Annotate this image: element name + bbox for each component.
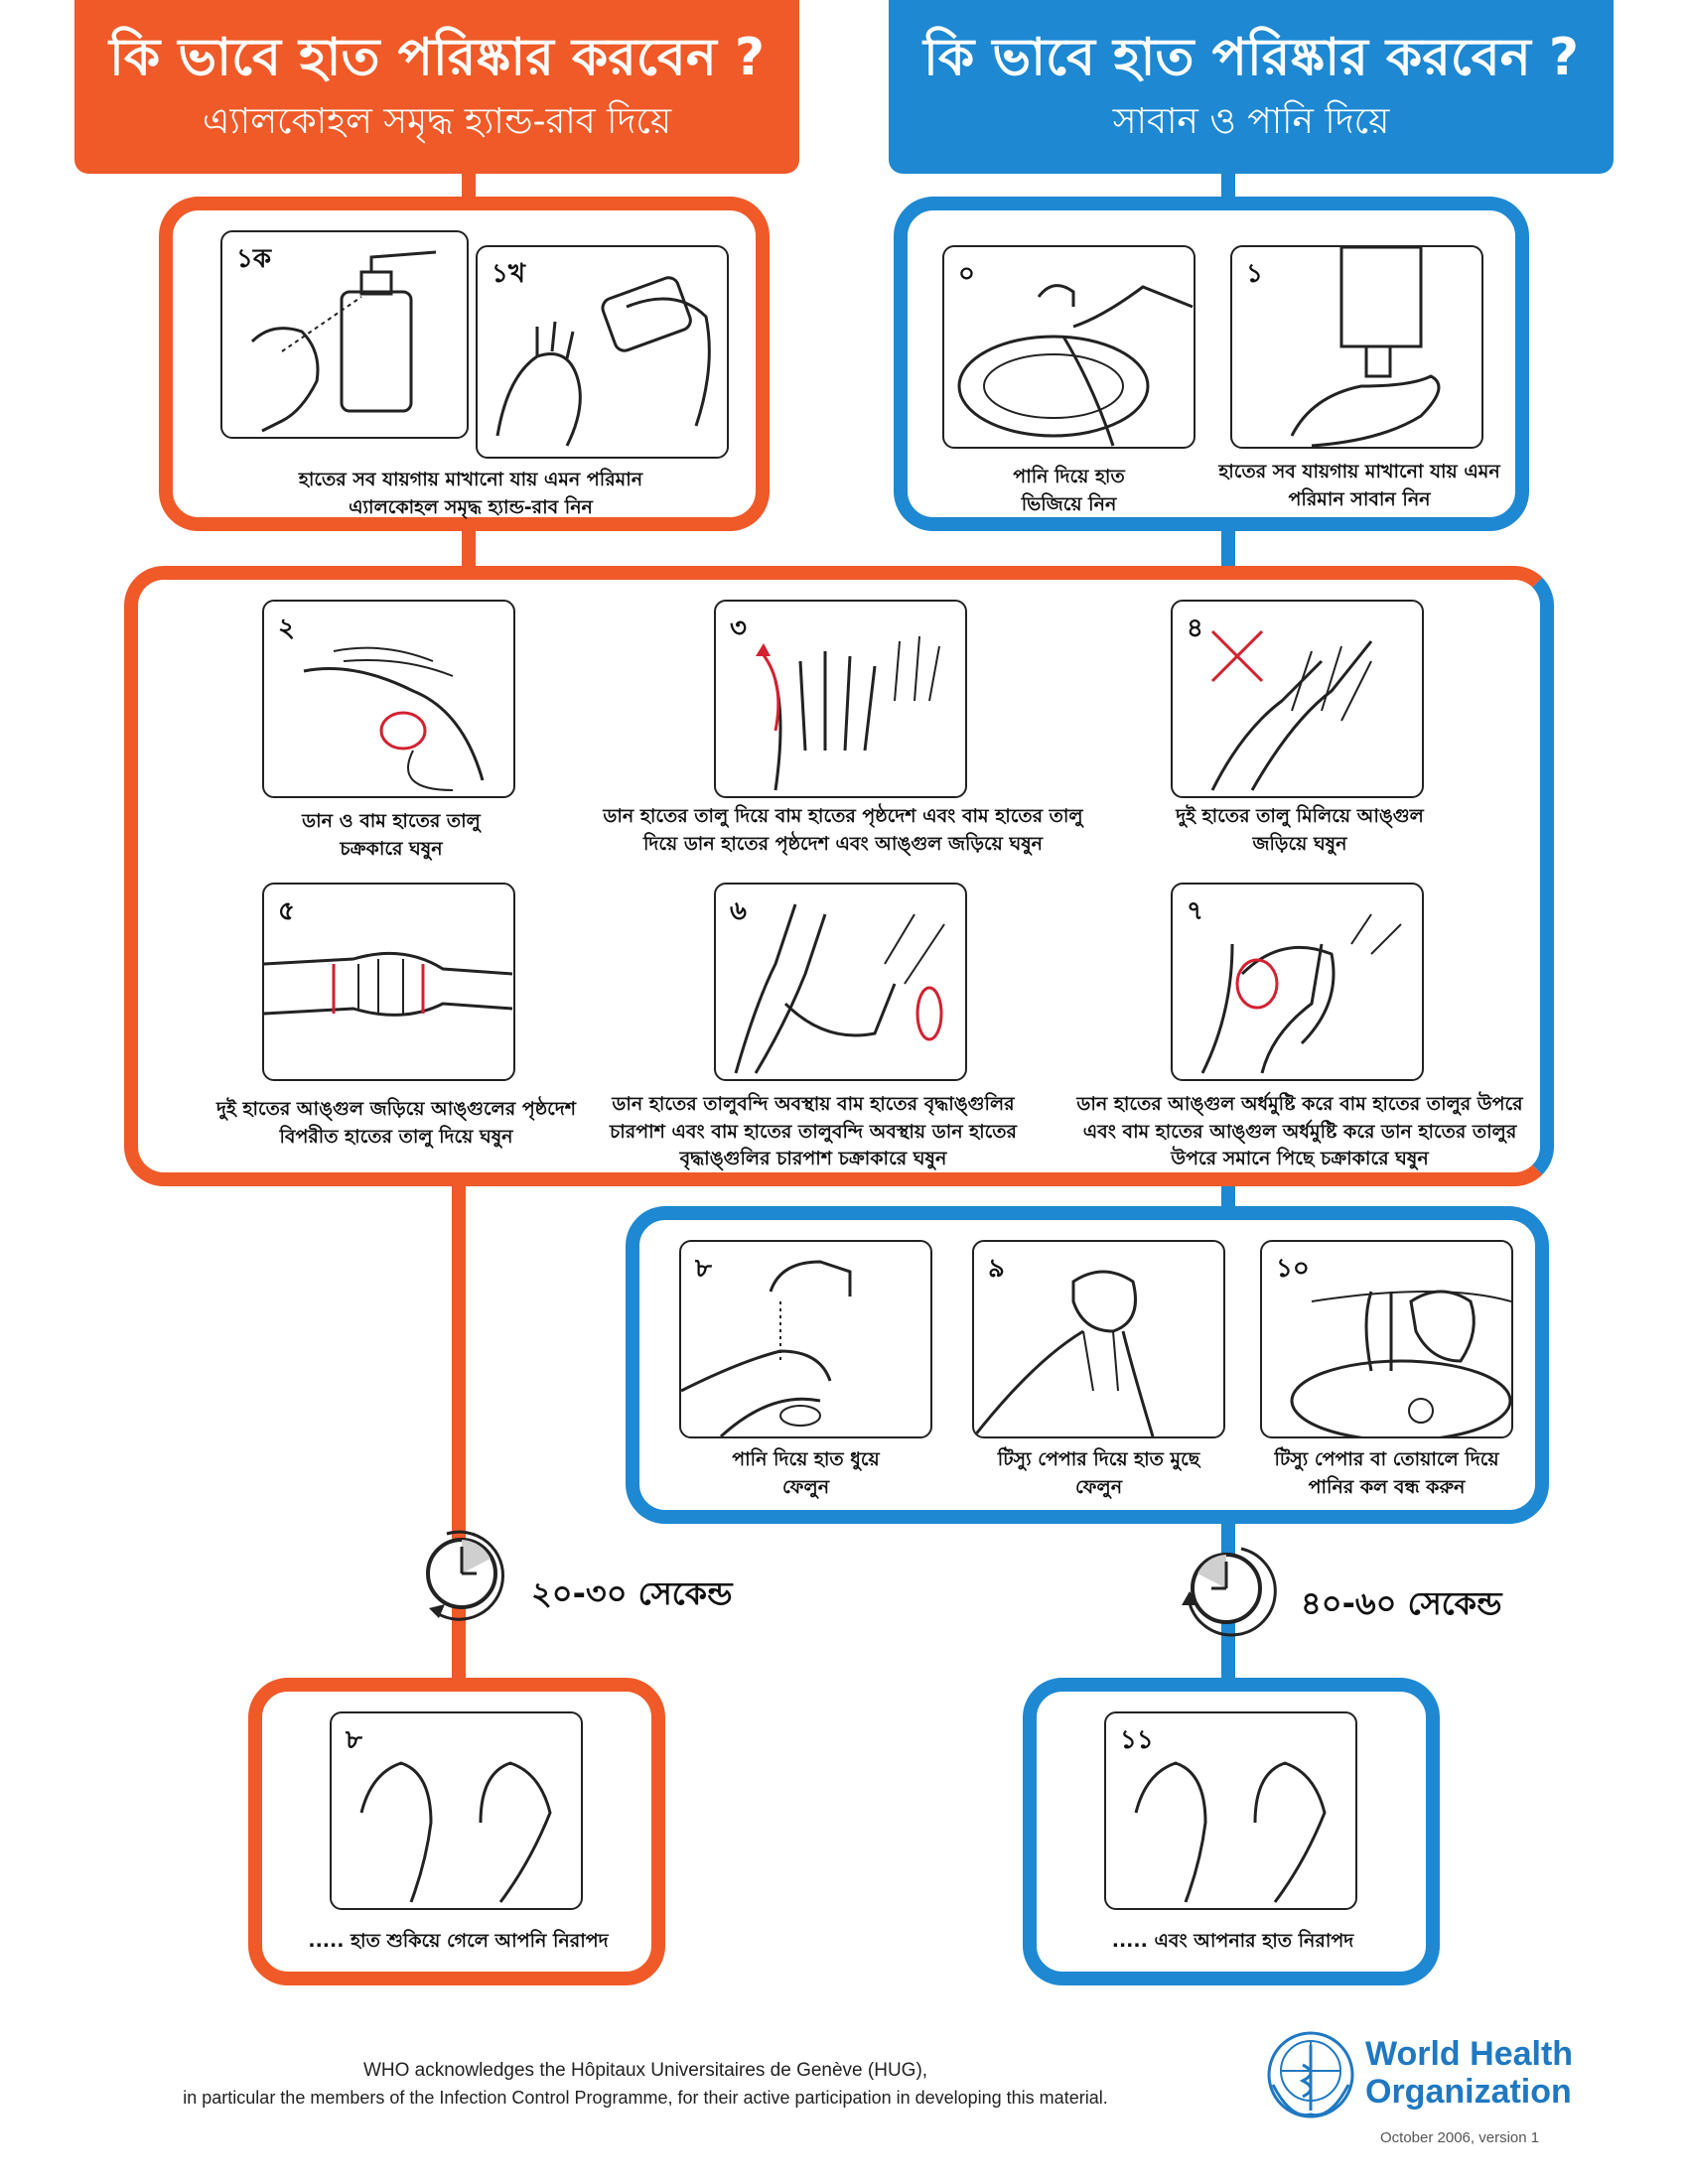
clock-icon xyxy=(426,1530,504,1621)
step-9-panel: ৯ xyxy=(972,1240,1225,1438)
step-1b-panel: ১খ xyxy=(476,245,729,459)
soap-dispenser-icon xyxy=(1290,247,1441,447)
step-4-caption: দুই হাতের তালু মিলিয়ে আঙ্গুল জড়িয়ে ঘষ… xyxy=(1176,805,1424,855)
right-header-title: কি ভাবে হাত পরিষ্কার করবেন ? xyxy=(922,28,1580,87)
step-4-panel: ৪ xyxy=(1171,600,1424,798)
step-10-caption: টিস্যু পেপার বা তোয়ালে দিয়ে পানির কল ব… xyxy=(1274,1448,1499,1498)
step-0-panel: ০ xyxy=(942,245,1196,449)
step-number: ৬ xyxy=(730,896,747,926)
step-number: ৫ xyxy=(278,896,295,926)
backs-of-fingers-icon xyxy=(264,951,513,1017)
step-number: ৭ xyxy=(1187,896,1203,926)
step-number: ২ xyxy=(278,614,295,643)
step-number: ৪ xyxy=(1187,614,1203,643)
middle-steps-box: ২ ৩ ৪ ডান ও বাম হাতের তালু চক্রকারে ঘষুন… xyxy=(124,566,1554,1186)
open-hands-icon xyxy=(359,1761,552,1903)
left-timer-label: ২০-৩০ সেকেন্ড xyxy=(531,1574,733,1612)
step-9-caption: টিস্যু পেপার দিয়ে হাত মুছে ফেলুন xyxy=(997,1448,1200,1498)
step-1-caption: হাতের সব যায়গায় মাখানো যায় এমন পরিমান… xyxy=(1218,461,1500,510)
left-top-box: ১ক ১খ হাতের সব যায়গায় মাখানো যায় এমন … xyxy=(159,197,770,531)
step-5-panel: ৫ xyxy=(262,883,515,1081)
rinse-hands-icon xyxy=(681,1260,852,1436)
step-number: ১১ xyxy=(1120,1725,1154,1755)
step-number: ১০ xyxy=(1276,1254,1310,1284)
left-final-box: ৮ ..... হাত শুকিয়ে গেলে আপনি নিরাপদ xyxy=(248,1678,665,1985)
step-number: ১খ xyxy=(492,259,525,289)
palm-to-palm-icon xyxy=(303,646,485,791)
step-number: ৮ xyxy=(695,1254,712,1284)
left-top-caption: হাতের সব যায়গায় মাখানো যায় এমন পরিমান… xyxy=(298,469,643,518)
right-flow-line-mid xyxy=(1221,516,1235,576)
step-2-caption: ডান ও বাম হাতের তালু চক্রকারে ঘষুন xyxy=(302,810,481,860)
ack-line-1: WHO acknowledges the Hôpitaux Universita… xyxy=(362,2060,928,2081)
left-header-title: কি ভাবে হাত পরিষ্কার করবেন ? xyxy=(108,28,766,87)
left-final-caption: ..... হাত শুকিয়ে গেলে আপনি নিরাপদ xyxy=(308,1930,609,1952)
step-number: ১ xyxy=(1246,259,1263,289)
interlaced-fingers-icon xyxy=(1210,629,1373,791)
hand-rub-bottle-icon xyxy=(250,250,437,433)
right-header-subtitle: সাবান ও পানি দিয়ে xyxy=(1112,101,1390,143)
right-header: কি ভাবে হাত পরিষ্কার করবেন ? সাবান ও পান… xyxy=(889,0,1614,174)
clock-icon xyxy=(1182,1547,1277,1637)
right-final-box: ১১ ..... এবং আপনার হাত নিরাপদ xyxy=(1023,1678,1440,1985)
step-number: ৮ xyxy=(346,1725,362,1755)
step-number: ১ক xyxy=(236,244,272,274)
open-hands-icon xyxy=(1134,1761,1327,1903)
step-6-panel: ৬ xyxy=(714,883,967,1081)
left-final-panel: ৮ xyxy=(330,1711,583,1910)
who-emblem-icon xyxy=(1267,2031,1354,2118)
step-number: ৯ xyxy=(988,1254,1005,1284)
right-final-panel: ১১ xyxy=(1104,1711,1357,1910)
step-5-caption: দুই হাতের আঙ্গুল জড়িয়ে আঙ্গুলের পৃষ্ঠদ… xyxy=(215,1098,577,1148)
right-top-box: ০ ১ পানি দিয়ে হাত ভিজিয়ে নিন হাতের সব … xyxy=(894,197,1529,531)
left-header-subtitle: এ্যালকোহল সমৃদ্ধ হ্যান্ড-রাব দিয়ে xyxy=(202,101,672,143)
step-6-caption: ডান হাতের তালুবন্দি অবস্থায় বাম হাতের ব… xyxy=(610,1093,1017,1170)
step-2-panel: ২ xyxy=(262,600,515,798)
version-text: October 2006, version 1 xyxy=(1380,2129,1540,2146)
fingertips-rub-icon xyxy=(1200,913,1402,1074)
step-3-panel: ৩ xyxy=(714,600,967,798)
turn-off-tap-icon xyxy=(1290,1290,1511,1436)
rinse-steps-box: ৮ ৯ ১০ পানি দিয়ে হাত ধুয়ে ফেলুন টিস্যু… xyxy=(626,1206,1549,1524)
step-1a-panel: ১ক xyxy=(220,230,469,439)
left-flow-line-mid xyxy=(462,516,476,576)
ack-line-2: in particular the members of the Infecti… xyxy=(183,2088,1108,2108)
left-header: কি ভাবে হাত পরিষ্কার করবেন ? এ্যালকোহল স… xyxy=(74,0,799,174)
step-7-panel: ৭ xyxy=(1171,883,1424,1081)
thumb-rub-icon xyxy=(734,903,945,1074)
wet-hands-sink-icon xyxy=(957,284,1194,447)
step-7-caption: ডান হাতের আঙ্গুল অর্ধমুষ্টি করে বাম হাতে… xyxy=(1076,1093,1523,1170)
org-name-line-2: Organization xyxy=(1365,2073,1572,2111)
step-0-caption: পানি দিয়ে হাত ভিজিয়ে নিন xyxy=(1013,466,1125,515)
step-8-rinse-panel: ৮ xyxy=(679,1240,932,1438)
step-10-panel: ১০ xyxy=(1260,1240,1513,1438)
step-number: ৩ xyxy=(730,614,747,643)
dry-with-towel-icon xyxy=(974,1270,1155,1436)
step-8-rinse-caption: পানি দিয়ে হাত ধুয়ে ফেলুন xyxy=(732,1448,880,1498)
right-timer-label: ৪০-৬০ সেকেন্ড xyxy=(1301,1584,1502,1622)
hand-rub-pour-icon xyxy=(495,276,711,447)
step-3-caption: ডান হাতের তালু দিয়ে বাম হাতের পৃষ্ঠদেশ … xyxy=(603,805,1083,855)
step-1-panel: ১ xyxy=(1230,245,1483,449)
right-final-caption: ..... এবং আপনার হাত নিরাপদ xyxy=(1111,1930,1354,1952)
step-number: ০ xyxy=(958,259,975,289)
palm-over-dorsum-icon xyxy=(756,635,940,791)
org-name-line-1: World Health xyxy=(1365,2035,1574,2073)
